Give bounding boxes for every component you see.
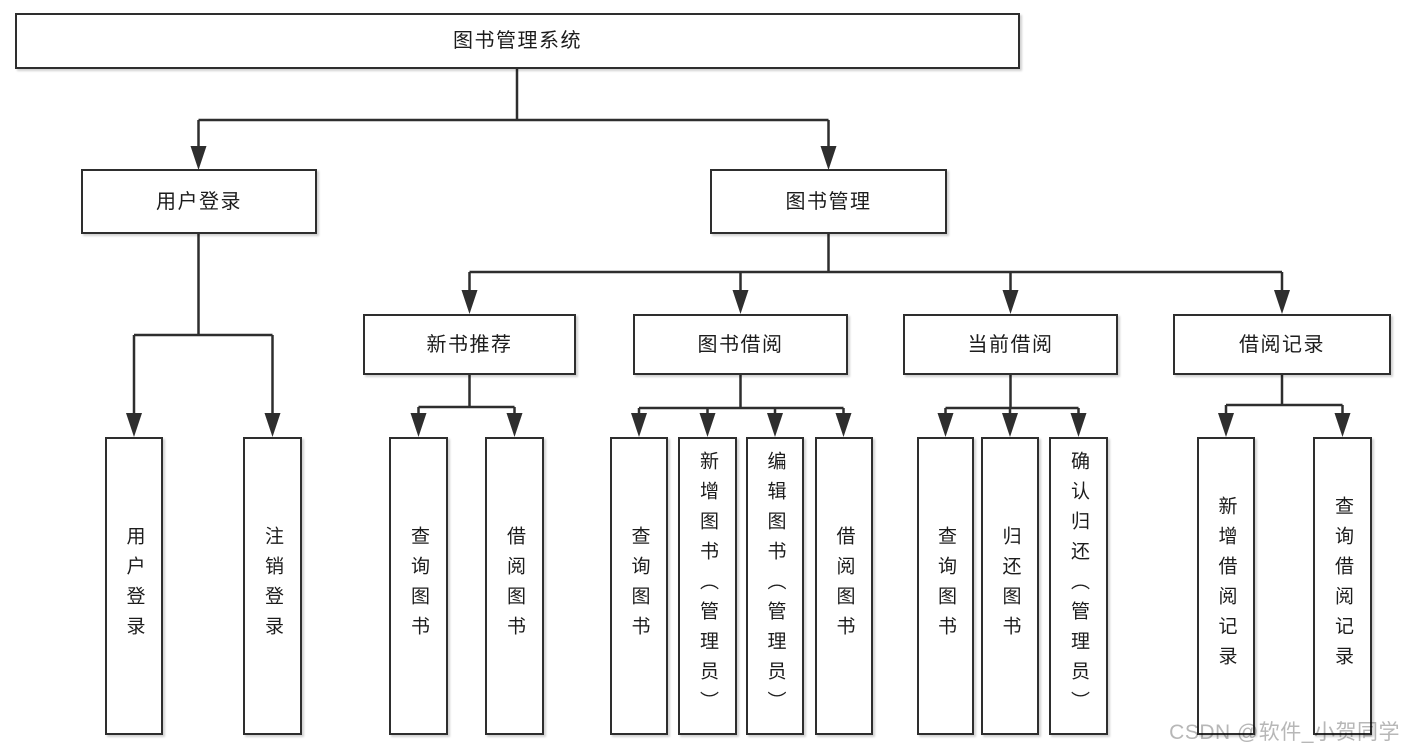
leaf-label: 注销登录: [262, 526, 283, 646]
leaf-label: 编辑图书（管理员）: [764, 451, 786, 721]
node-user-login: 用户登录: [81, 169, 317, 234]
node-book-management: 图书管理: [710, 169, 947, 234]
leaf-borrow-book: 借阅图书: [815, 437, 873, 735]
leaf-label: 新增图书（管理员）: [697, 451, 718, 721]
leaf-add-borrow-record: 新增借阅记录: [1197, 437, 1255, 735]
arrowheads-new-book: [410, 413, 523, 437]
connector-book-borrow-to-leaves: [637, 375, 845, 417]
leaf-edit-book-admin: 编辑图书（管理员）: [746, 437, 804, 735]
node-new-book-recommend: 新书推荐: [363, 314, 576, 375]
connector-new-book-to-leaves: [417, 375, 516, 417]
leaf-label: 归还图书: [999, 526, 1021, 646]
csdn-watermark: CSDN @软件_小贺同学: [1169, 721, 1400, 744]
node-root-library-system: 图书管理系统: [15, 13, 1020, 69]
arrowheads-user-login: [126, 413, 281, 437]
arrowheads-current-borrow: [937, 413, 1087, 437]
node-label: 当前借阅: [967, 333, 1054, 356]
leaf-query-book-recommend: 查询图书: [389, 437, 448, 735]
leaf-label: 确认归还（管理员）: [1068, 451, 1089, 721]
leaf-label: 新增借阅记录: [1215, 496, 1237, 676]
arrowheads-root-to-level2: [190, 146, 837, 170]
node-label: 借阅记录: [1239, 333, 1325, 356]
arrowheads-borrow-records: [1218, 413, 1351, 437]
leaf-return-book: 归还图书: [981, 437, 1039, 735]
leaf-label: 查询图书: [628, 526, 650, 646]
leaf-query-book-current: 查询图书: [917, 437, 974, 735]
node-label: 图书管理: [785, 190, 872, 213]
leaf-query-borrow-record: 查询借阅记录: [1313, 437, 1372, 735]
node-label: 图书管理系统: [453, 30, 582, 52]
node-label: 新书推荐: [426, 333, 513, 356]
leaf-confirm-return-admin: 确认归还（管理员）: [1049, 437, 1108, 735]
leaf-user-login: 用户登录: [105, 437, 163, 735]
connector-root-to-level2: [197, 68, 830, 150]
leaf-label: 借阅图书: [504, 526, 525, 646]
leaf-label: 查询图书: [408, 526, 429, 646]
node-label: 图书借阅: [697, 333, 784, 356]
leaf-label: 查询借阅记录: [1332, 496, 1353, 676]
arrowheads-level3: [461, 290, 1290, 314]
leaf-label: 查询图书: [935, 526, 956, 646]
leaf-query-book-borrow: 查询图书: [610, 437, 668, 735]
node-borrow-records: 借阅记录: [1173, 314, 1391, 375]
leaf-logout: 注销登录: [243, 437, 302, 735]
connector-current-borrow-to-leaves: [944, 375, 1080, 417]
leaf-label: 用户登录: [123, 526, 145, 646]
node-book-borrow: 图书借阅: [633, 314, 848, 375]
leaf-add-book-admin: 新增图书（管理员）: [678, 437, 737, 735]
leaf-borrow-book-recommend: 借阅图书: [485, 437, 544, 735]
leaf-label: 借阅图书: [833, 526, 855, 646]
connector-borrow-records-to-leaves: [1224, 375, 1344, 417]
node-current-borrow: 当前借阅: [903, 314, 1118, 375]
connector-book-management-to-level3: [468, 234, 1284, 295]
connector-user-login-to-leaves: [132, 234, 274, 417]
node-label: 用户登录: [156, 190, 242, 213]
arrowheads-book-borrow: [631, 413, 852, 437]
